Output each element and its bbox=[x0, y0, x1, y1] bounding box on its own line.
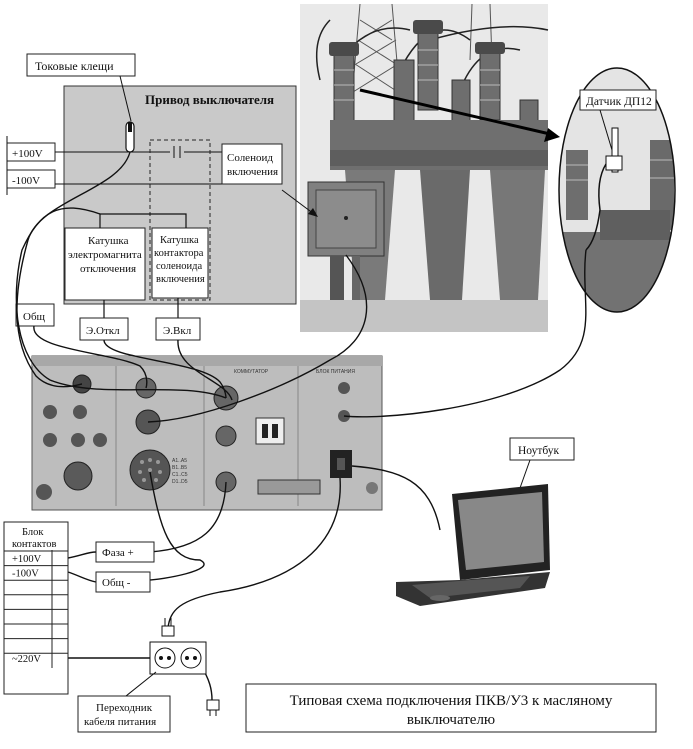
trip-coil-line-3: отключения bbox=[80, 263, 136, 275]
power-plug-bottom-icon bbox=[206, 699, 220, 716]
power-socket-icon bbox=[149, 641, 207, 675]
closing-solenoid-box bbox=[221, 143, 283, 185]
contactor-coil-line-4: включения bbox=[156, 274, 205, 285]
plus100-phase-link bbox=[67, 551, 97, 559]
caption-box bbox=[245, 683, 657, 733]
adapter-label-1: Переходник bbox=[96, 702, 153, 714]
panel-to-laptop-cable bbox=[351, 465, 441, 531]
pkv-front-panel: КОММУТАТОР БЛОК ПИТАНИЯ A1..A5 B1..B5 C1… bbox=[31, 355, 383, 511]
common-wire bbox=[33, 325, 148, 389]
trip-coil-line-2: электромагнита bbox=[68, 249, 142, 261]
cabinet-to-panel-wire bbox=[147, 254, 368, 423]
phase-wire bbox=[149, 481, 227, 553]
sensor-detail-arrowhead-icon bbox=[544, 128, 560, 142]
common-minus-wire bbox=[147, 471, 205, 581]
solenoid-line-2: включения bbox=[227, 166, 278, 178]
contactor-dashed-frame bbox=[149, 139, 211, 301]
connector-label-a: A1..A5 bbox=[172, 458, 187, 464]
contact-block-rows: +100V -100V ~220V bbox=[4, 550, 68, 665]
panel-commutator-label: КОММУТАТОР bbox=[234, 369, 269, 375]
sensor-detail-arrow bbox=[359, 88, 551, 136]
coil-top-wire bbox=[99, 213, 187, 228]
e-off-wire bbox=[103, 339, 227, 399]
current-clamp-label-box bbox=[26, 53, 136, 77]
current-clamp-label: Токовые клещи bbox=[35, 59, 114, 73]
drive-to-panel-wire bbox=[15, 207, 227, 399]
e-on-label: Э.Вкл bbox=[163, 325, 192, 337]
contact-block-title-1: Блок bbox=[22, 527, 44, 538]
contact-row-label: ~220V bbox=[12, 654, 41, 665]
common-minus-label: Общ - bbox=[102, 577, 131, 589]
clamp-cable bbox=[16, 151, 131, 388]
laptop-icon bbox=[396, 484, 550, 606]
solenoid-arrowhead-icon bbox=[308, 208, 318, 217]
e-on-wire bbox=[177, 339, 233, 401]
caption-line-2: выключателю bbox=[407, 712, 495, 728]
adapter-pointer-line bbox=[125, 671, 157, 697]
connector-label-c: C1..C5 bbox=[172, 472, 188, 478]
trip-coil-line-1: Катушка bbox=[88, 235, 129, 247]
oil-breaker-photo bbox=[300, 3, 549, 332]
contactor-coil-box bbox=[151, 227, 209, 299]
sensor-label: Датчик ДП12 bbox=[586, 96, 652, 108]
contactor-coil-line-1: Катушка bbox=[160, 235, 199, 246]
common-box bbox=[15, 303, 55, 327]
laptop-pointer-line bbox=[519, 459, 531, 489]
sensor-pointer-line bbox=[599, 109, 613, 151]
contactor-coil-line-3: соленоида bbox=[156, 261, 203, 272]
contact-row-label: +100V bbox=[12, 554, 42, 565]
contactor-coil-line-2: контактора bbox=[154, 248, 204, 259]
minus100-common-link bbox=[67, 571, 97, 583]
panel-power-label: БЛОК ПИТАНИЯ bbox=[316, 369, 355, 375]
laptop-label: Ноутбук bbox=[518, 445, 560, 457]
common-label: Общ bbox=[23, 311, 46, 323]
phase-plus-label: Фаза + bbox=[102, 547, 134, 559]
laptop-label-box bbox=[509, 437, 575, 461]
phase-plus-box bbox=[95, 541, 155, 563]
connector-label-b: B1..B5 bbox=[172, 465, 187, 471]
panel-power-cable bbox=[167, 477, 341, 629]
clamp-jaw-icon bbox=[128, 122, 132, 132]
trip-coil-box bbox=[64, 227, 146, 301]
contact-block-title-2: контактов bbox=[12, 539, 56, 550]
sensor-label-box bbox=[579, 89, 657, 111]
power-plug-top-icon bbox=[161, 618, 175, 637]
sensor-cable bbox=[343, 249, 587, 418]
solenoid-to-cabinet-arrow bbox=[281, 189, 315, 215]
adapter-label-2: кабеля питания bbox=[84, 716, 156, 728]
e-off-label: Э.Откл bbox=[86, 325, 120, 337]
caption-line-1: Типовая схема подключения ПКВ/У3 к масля… bbox=[290, 693, 613, 709]
solenoid-line-1: Соленоид bbox=[227, 152, 273, 164]
contact-row-label: -100V bbox=[12, 569, 39, 580]
adapter-label-box bbox=[77, 695, 171, 733]
clamp-pointer-line bbox=[119, 75, 132, 122]
minus100-label: -100V bbox=[12, 175, 40, 187]
common-minus-box bbox=[95, 571, 151, 593]
breaker-drive-title: Привод выключателя bbox=[145, 92, 274, 107]
connector-label-d: D1..D5 bbox=[172, 479, 188, 485]
plus100-label: +100V bbox=[12, 148, 43, 160]
